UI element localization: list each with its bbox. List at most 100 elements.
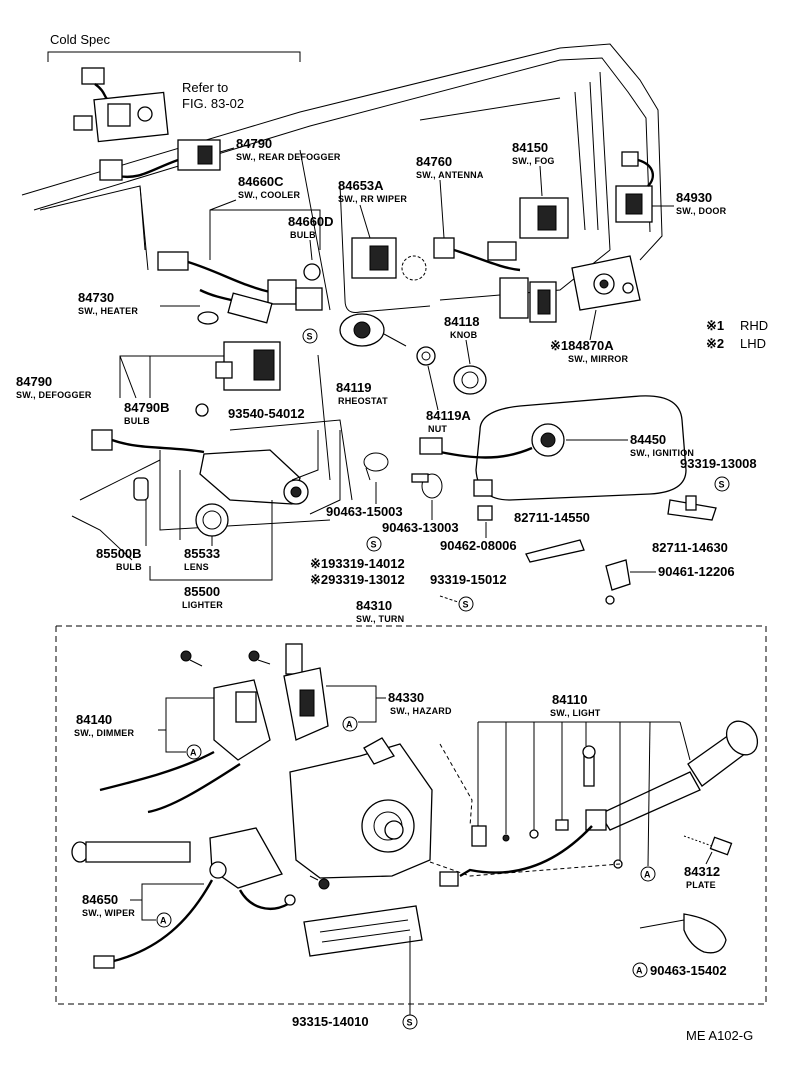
antenna-switch-drawing	[433, 237, 557, 323]
desc-84660c: SW., COOLER	[238, 190, 301, 200]
lighter-drawing	[91, 429, 309, 537]
label-90463-15402: 90463-15402	[650, 963, 727, 978]
label-84330: 84330	[388, 690, 424, 705]
desc-184870a: SW., MIRROR	[568, 354, 628, 364]
clamp-90463-15003-drawing	[363, 452, 389, 481]
desc-84312: PLATE	[686, 880, 716, 890]
bracket-82711-14550-drawing	[525, 539, 631, 605]
label-84110: 84110	[552, 692, 587, 707]
label-85500: 85500	[184, 584, 220, 599]
desc-84653a: SW., RR WIPER	[338, 194, 407, 204]
refer-line-2: FIG. 83-02	[182, 96, 244, 111]
band-clip-drawing	[639, 913, 727, 954]
label-93319-13008: 93319-13008	[680, 456, 757, 471]
cold-spec-bracket	[47, 51, 301, 62]
rear-defogger-switch-drawing	[99, 139, 221, 181]
bracket-82711-14630-drawing	[667, 495, 717, 521]
desc-84118: KNOB	[450, 330, 478, 340]
s-mark-5	[402, 1014, 418, 1030]
label-85500b: 85500B	[96, 546, 142, 561]
desc-84330: SW., HAZARD	[390, 706, 452, 716]
desc-84790b: BULB	[124, 416, 150, 426]
door-switch-drawing	[615, 151, 674, 223]
figure-code: ME A102-G	[686, 1028, 753, 1043]
a-mark-1	[186, 744, 202, 760]
label-82711-14630: 82711-14630	[652, 540, 728, 555]
desc-84450: SW., IGNITION	[630, 448, 694, 458]
label-90463-15003: 90463-15003	[326, 504, 403, 519]
label-84790-rear: 84790	[236, 136, 272, 151]
refer-line-1: Refer to	[182, 80, 228, 95]
a-mark-3	[640, 866, 656, 882]
a-mark-5	[632, 962, 648, 978]
label-93540: 93540-54012	[228, 406, 305, 421]
label-84653a: 84653A	[338, 178, 384, 193]
turn-switch-body-drawing	[289, 737, 433, 879]
s-mark-1-text: S	[307, 332, 313, 342]
clamp-90463-13003-drawing	[411, 473, 443, 499]
desc-84119: RHEOSTAT	[338, 396, 388, 406]
label-193319: ※193319-14012	[310, 556, 405, 571]
cold-spec-label: Cold Spec	[50, 32, 110, 47]
desc-84660d: BULB	[290, 230, 316, 240]
label-84930: 84930	[676, 190, 712, 205]
s-mark-4	[458, 596, 474, 612]
label-184870a: ※184870A	[550, 338, 614, 353]
label-84650: 84650	[82, 892, 118, 907]
desc-84140: SW., DIMMER	[74, 728, 134, 738]
desc-84790-rear: SW., REAR DEFOGGER	[236, 152, 341, 162]
ignition-switch-drawing	[419, 395, 687, 501]
desc-85500b: BULB	[116, 562, 142, 572]
label-85533: 85533	[184, 546, 220, 561]
legend-text-1: RHD	[740, 318, 768, 333]
desc-84110: SW., LIGHT	[550, 708, 601, 718]
connector-block-drawing	[303, 905, 423, 957]
instrument-panel-outline	[21, 43, 663, 561]
s-mark-3-text: S	[371, 540, 377, 550]
dimmer-switch-drawing	[99, 679, 271, 814]
screws-top-drawing	[180, 650, 271, 667]
label-93315: 93315-14010	[292, 1014, 369, 1029]
legend-text-2: LHD	[740, 336, 766, 351]
hazard-switch-drawing	[283, 643, 329, 741]
desc-84730: SW., HEATER	[78, 306, 138, 316]
defogger-switch-drawing	[195, 341, 281, 417]
turn-switch-box	[55, 625, 767, 1005]
label-84450: 84450	[630, 432, 666, 447]
desc-84790-def: SW., DEFOGGER	[16, 390, 92, 400]
light-switch-small-parts-drawing	[471, 819, 623, 869]
a-mark-3-text: A	[644, 870, 651, 880]
fog-switch-drawing	[519, 197, 569, 239]
a-mark-4-text: A	[160, 916, 167, 926]
label-84790b: 84790B	[124, 400, 170, 415]
a-mark-5-text: A	[636, 966, 643, 976]
legend-mark-2: ※2	[706, 336, 724, 351]
s-mark-2-text: S	[719, 480, 725, 490]
label-84660c: 84660C	[238, 174, 284, 189]
label-84140: 84140	[76, 712, 112, 727]
cooler-switch-drawing	[157, 251, 323, 325]
rheostat-drawing	[339, 313, 487, 395]
a-mark-2	[342, 716, 358, 732]
cold-spec-switch-drawing	[73, 67, 169, 143]
label-84310: 84310	[356, 598, 392, 613]
desc-85500: LIGHTER	[182, 600, 223, 610]
light-switch-drawing	[439, 720, 759, 887]
desc-84930: SW., DOOR	[676, 206, 727, 216]
label-293319: ※293319-13012	[310, 572, 405, 587]
label-84660d: 84660D	[288, 214, 334, 229]
a-mark-1-text: A	[190, 748, 197, 758]
desc-85533: LENS	[184, 562, 209, 572]
desc-84650: SW., WIPER	[82, 908, 135, 918]
a-mark-2-text: A	[346, 720, 353, 730]
clip-90462-drawing	[473, 479, 493, 521]
wiper-switch-drawing	[71, 827, 296, 969]
label-82711-14550: 82711-14550	[514, 510, 590, 525]
label-90461: 90461-12206	[658, 564, 735, 579]
desc-84150: SW., FOG	[512, 156, 555, 166]
label-84119a: 84119A	[426, 408, 471, 423]
a-mark-4	[156, 912, 172, 928]
rr-wiper-switch-drawing	[351, 237, 397, 279]
desc-84760: SW., ANTENNA	[416, 170, 484, 180]
